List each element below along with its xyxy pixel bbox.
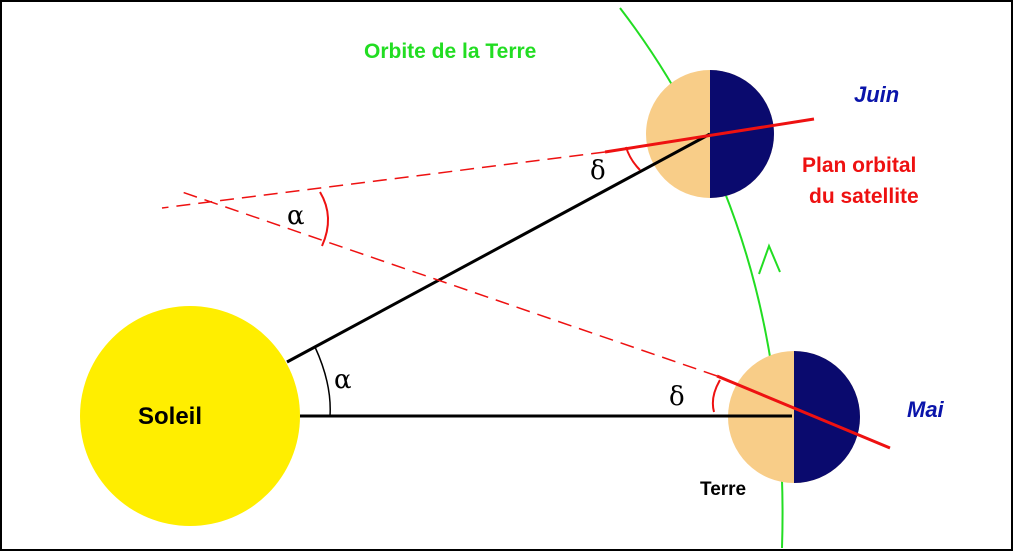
dashed-extension-june xyxy=(161,151,606,209)
sun-to-june-line xyxy=(286,132,711,364)
earth-may xyxy=(728,351,860,483)
alpha-label-sun: α xyxy=(334,365,352,395)
alpha-label-dashed: α xyxy=(287,201,305,231)
earth-label: Terre xyxy=(700,479,746,500)
alpha-arc-dashed xyxy=(319,191,329,247)
delta-label-may: δ xyxy=(669,382,685,412)
delta-arc-may xyxy=(711,379,721,413)
delta-label-june: δ xyxy=(590,156,606,186)
orbit-label: Orbite de la Terre xyxy=(364,40,536,63)
sun xyxy=(80,306,300,526)
sun-label: Soleil xyxy=(138,403,202,430)
earth-june xyxy=(646,70,774,198)
plane-line-june xyxy=(604,117,815,154)
may-label: Mai xyxy=(907,397,945,422)
dashed-extension-may xyxy=(181,191,718,377)
plane-label-line2: du satellite xyxy=(809,185,919,208)
delta-arc-june xyxy=(625,146,641,171)
orbit-direction-arrow xyxy=(758,243,781,275)
june-label: Juin xyxy=(854,82,899,107)
alpha-arc-sun xyxy=(314,346,331,417)
plane-line-may xyxy=(716,374,891,450)
plane-label-line1: Plan orbital xyxy=(802,154,916,177)
